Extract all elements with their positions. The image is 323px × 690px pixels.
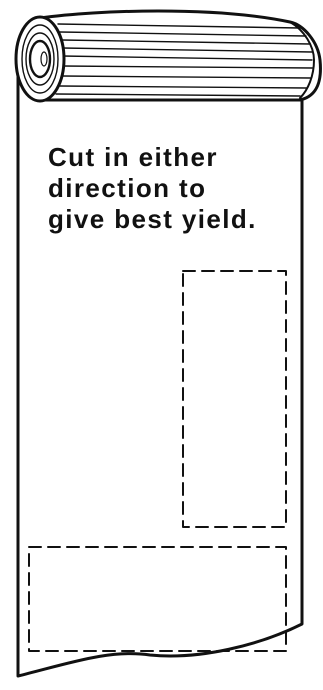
instruction-line: direction to (48, 173, 308, 204)
roll-cylinder (40, 11, 320, 100)
instruction-line: Cut in either (48, 142, 308, 173)
instruction-line: give best yield. (48, 204, 308, 235)
roll-core-end (16, 17, 64, 101)
instruction-text: Cut in either direction to give best yie… (48, 142, 308, 235)
